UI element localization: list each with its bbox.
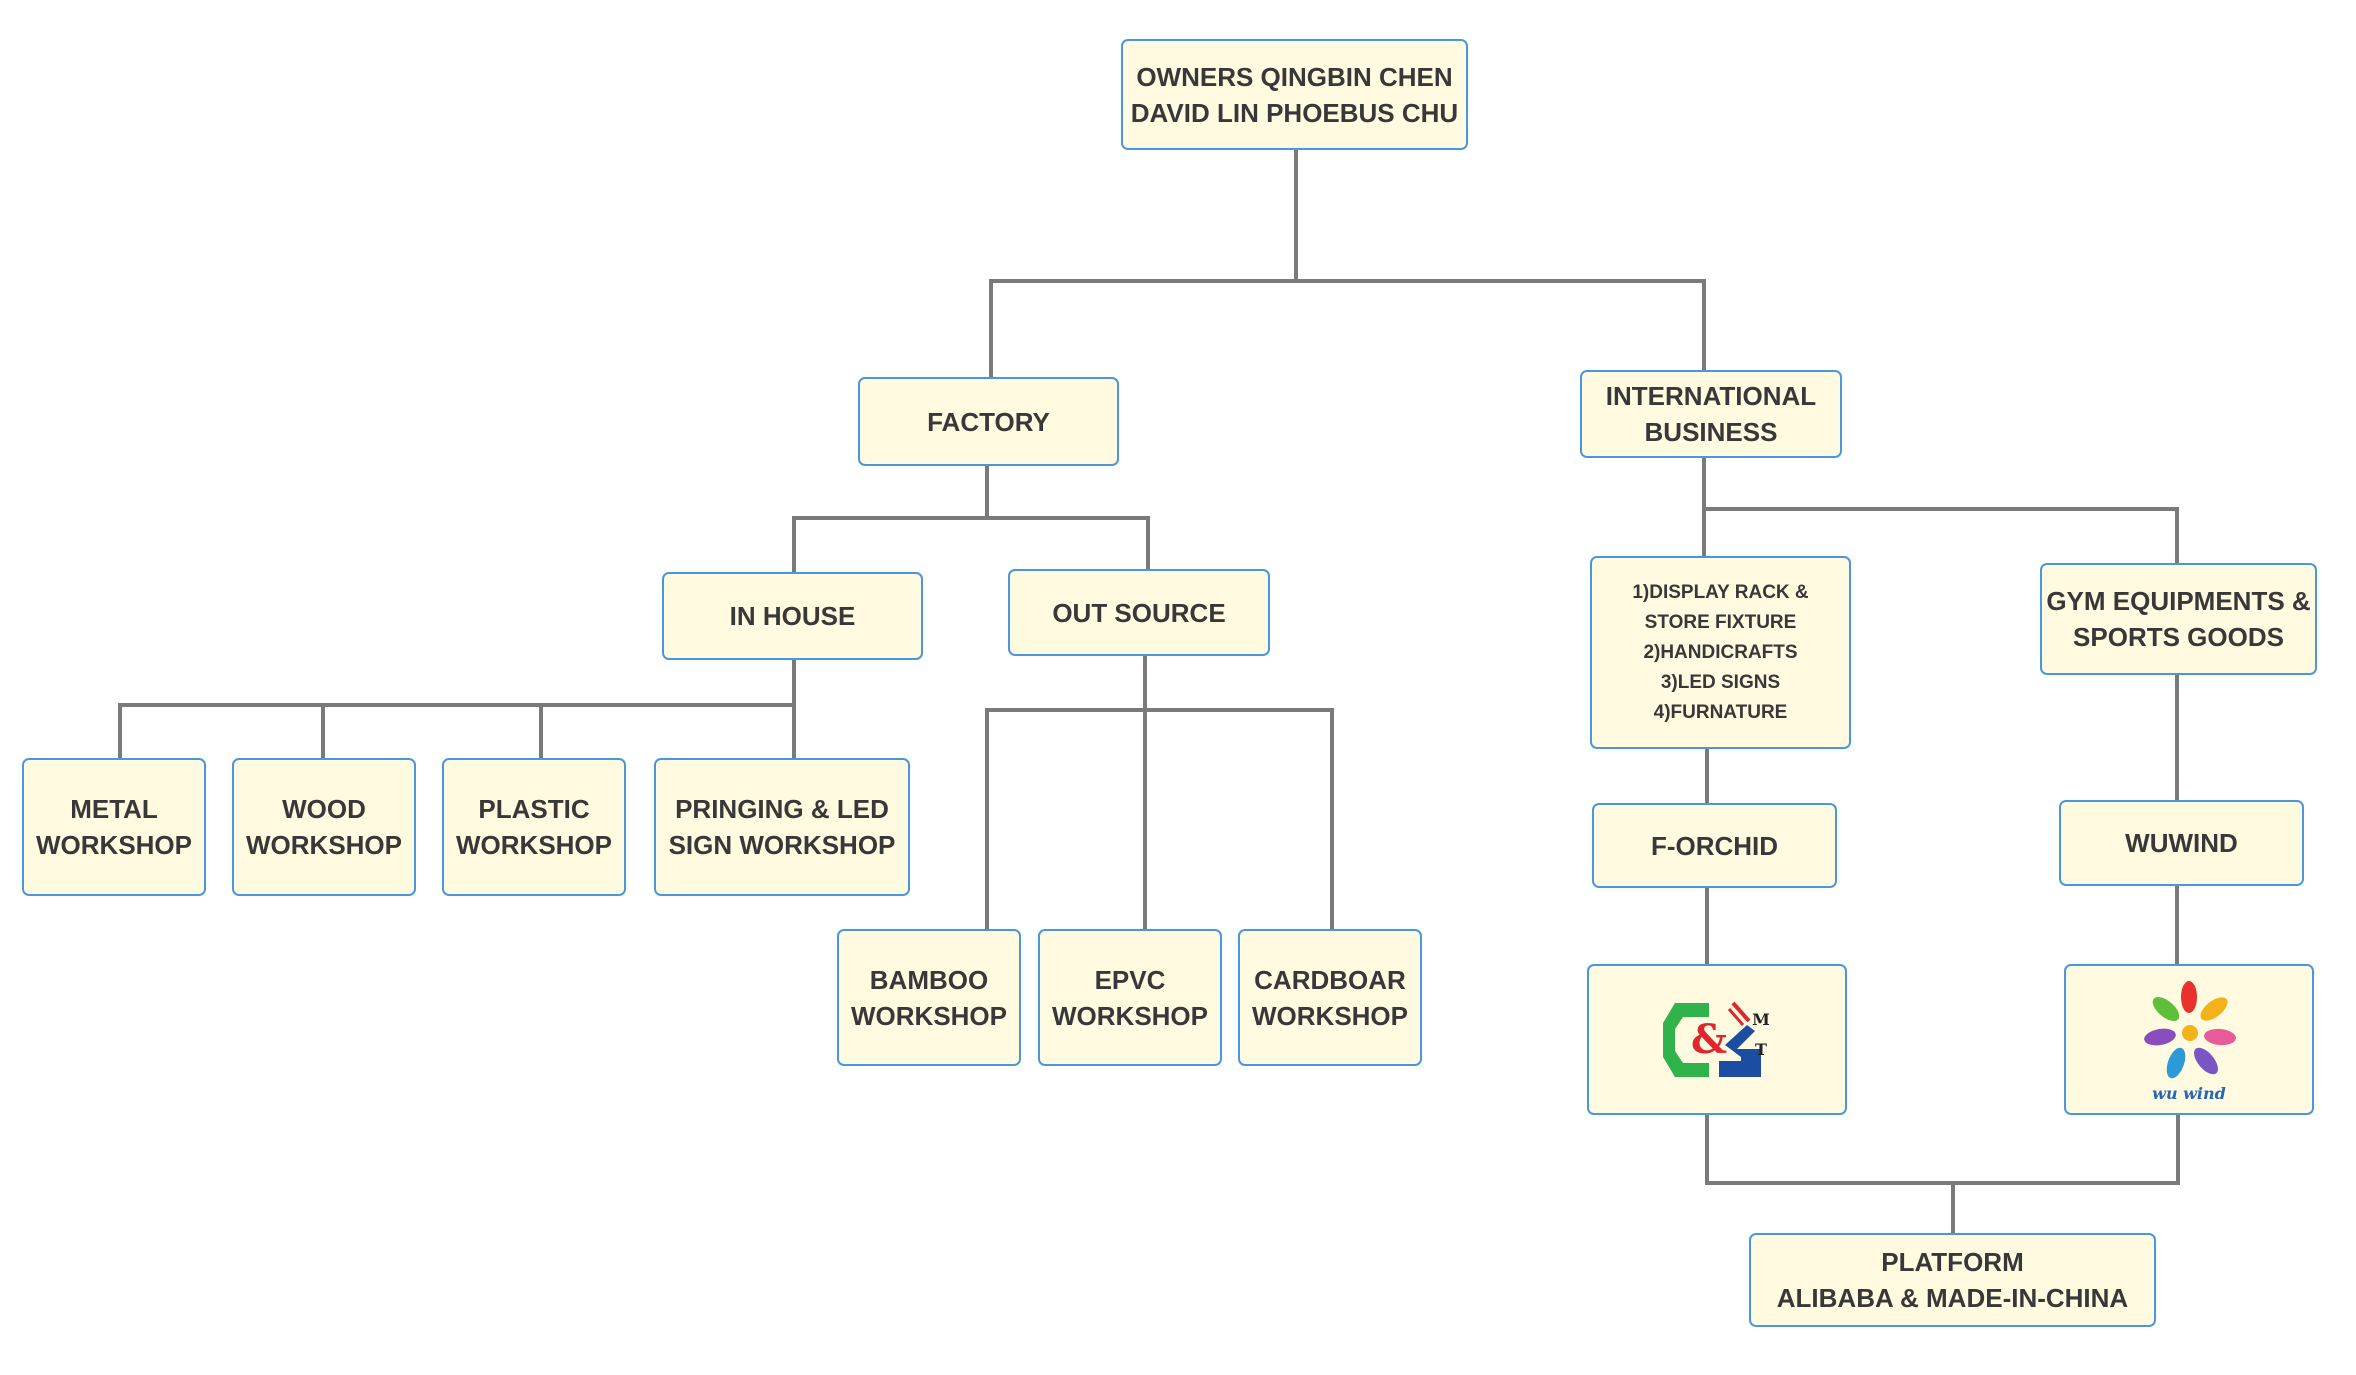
node-wuwind: WUWIND <box>2059 800 2304 886</box>
node-f-orchid-label: F-ORCHID <box>1650 830 1779 861</box>
connector <box>1143 656 1147 934</box>
connector <box>1330 708 1334 934</box>
connector <box>118 703 122 761</box>
connector <box>1702 279 1706 373</box>
node-f-orchid: F-ORCHID <box>1592 803 1837 888</box>
wuwind-logo-caption: wu wind <box>2152 1084 2226 1103</box>
node-in-house: IN HOUSE <box>662 572 923 660</box>
connector <box>321 703 325 761</box>
connector <box>792 660 796 709</box>
cl-logo-t: T <box>1755 1040 1767 1059</box>
connector <box>1294 150 1298 282</box>
connector <box>2175 886 2179 964</box>
connector <box>1705 888 1709 964</box>
connector <box>1702 507 2179 511</box>
connector <box>985 466 989 518</box>
wuwind-logo-icon: wu wind <box>2144 980 2236 1103</box>
node-factory-label: FACTORY <box>927 406 1050 437</box>
connector <box>118 703 796 707</box>
node-gym-equipments-label: GYM EQUIPMENTS &SPORTS GOODS <box>2046 586 2311 652</box>
connector <box>989 279 1706 283</box>
connector <box>1705 1181 2180 1185</box>
connector <box>539 703 543 761</box>
connector <box>792 516 1150 520</box>
connector <box>1705 748 1709 803</box>
cl-logo-icon: & M T <box>1663 1001 1770 1077</box>
connector <box>1146 516 1150 574</box>
connector <box>2175 675 2179 801</box>
cl-logo-amp: & <box>1691 1016 1727 1063</box>
cl-logo-m: M <box>1752 1010 1770 1029</box>
node-in-house-label: IN HOUSE <box>729 601 856 631</box>
connector <box>792 516 796 576</box>
connector <box>1951 1181 1955 1235</box>
connector <box>985 708 1334 712</box>
connector <box>1705 1115 1709 1185</box>
connector <box>2175 507 2179 565</box>
node-factory: FACTORY <box>858 377 1119 466</box>
connector <box>989 279 993 380</box>
node-gym-equipments: GYM EQUIPMENTS &SPORTS GOODS <box>2040 563 2317 675</box>
node-out-source: OUT SOURCE <box>1008 569 1270 656</box>
connector <box>2176 1115 2180 1185</box>
connector <box>985 708 989 934</box>
connector <box>792 703 796 761</box>
node-wuwind-logo: wu wind <box>2064 964 2314 1115</box>
node-f-orchid-logo: & M T <box>1587 964 1847 1115</box>
node-wuwind-label: WUWIND <box>2125 828 2238 858</box>
node-out-source-label: OUT SOURCE <box>1052 597 1226 628</box>
